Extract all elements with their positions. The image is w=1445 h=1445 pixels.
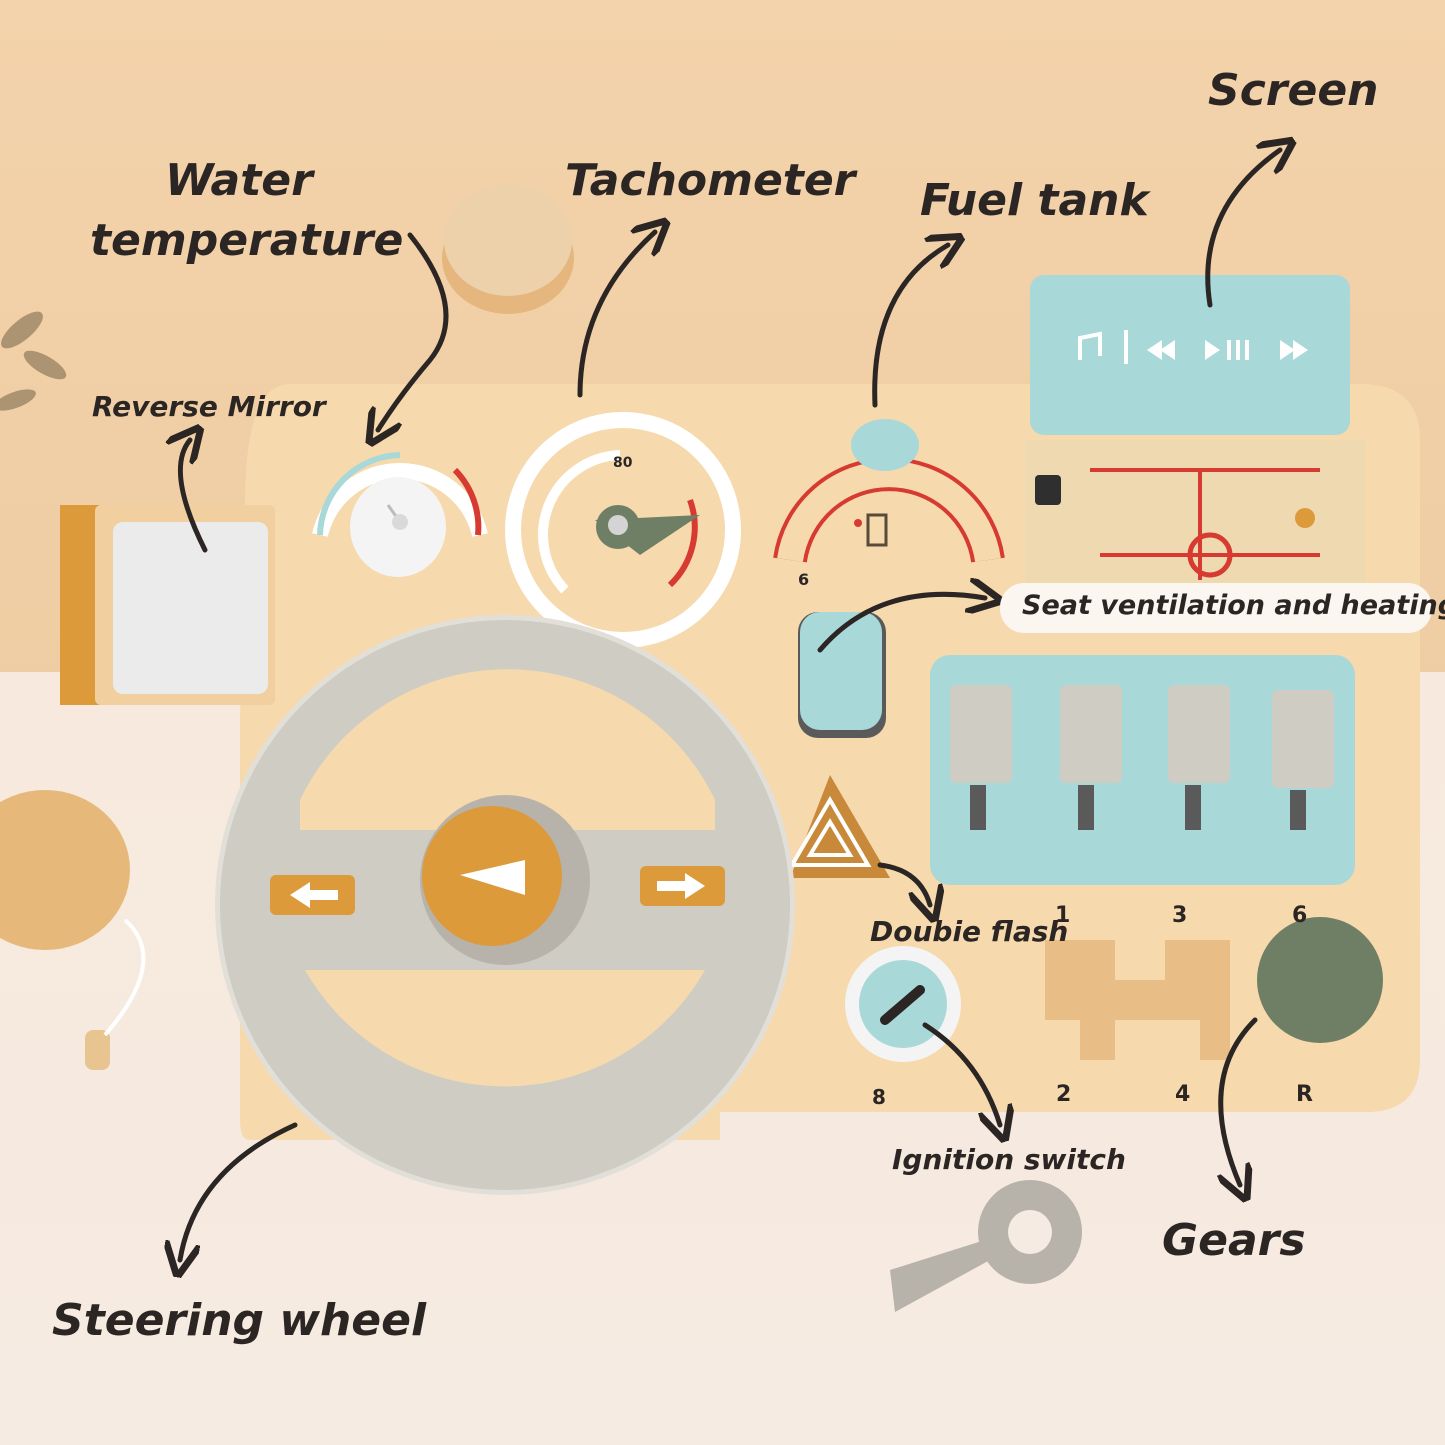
media-screen[interactable] (1025, 275, 1365, 585)
fuel-tank-gauge[interactable] (773, 419, 1005, 563)
seat-heating-toggle[interactable] (798, 612, 886, 738)
seat-label-pill (1000, 583, 1432, 633)
water-temperature-gauge[interactable] (312, 452, 488, 577)
label-water-temperature-line1: Water (165, 155, 313, 206)
label-steering-wheel: Steering wheel (52, 1295, 427, 1346)
gear-letter-r: R (1296, 1082, 1313, 1107)
fuel-marker: 6 (798, 570, 810, 589)
gear-number-4: 4 (1175, 1082, 1191, 1107)
gear-number-6: 6 (1292, 903, 1308, 928)
tachometer-gauge[interactable] (505, 412, 741, 648)
gear-number-1: 1 (1055, 903, 1071, 928)
media-control-icons (1078, 330, 1308, 364)
label-reverse-mirror: Reverse Mirror (92, 390, 326, 423)
tassel-decoration (0, 790, 146, 1070)
ignition-key[interactable] (890, 1180, 1082, 1312)
label-fuel-tank: Fuel tank (920, 175, 1149, 226)
ignition-lock[interactable] (845, 946, 961, 1062)
label-water-temperature-line2: temperature (90, 215, 404, 266)
reverse-mirror[interactable] (60, 505, 275, 705)
leaf-decoration (0, 311, 67, 411)
label-gears: Gears (1162, 1215, 1306, 1266)
label-ignition-switch: Ignition switch (892, 1143, 1126, 1176)
label-double-flash: Doubie flash (870, 915, 1069, 948)
gear-shifter[interactable] (1045, 917, 1383, 1060)
label-screen: Screen (1208, 65, 1379, 116)
label-seat-ventilation: Seat ventilation and heating (1022, 590, 1445, 621)
annotation-arrows (180, 150, 1280, 1260)
gear-number-2: 2 (1056, 1082, 1072, 1107)
steering-wheel[interactable] (215, 615, 795, 1195)
gear-number-3: 3 (1172, 903, 1188, 928)
hazard-double-flash-button[interactable] (788, 775, 890, 878)
tachometer-mark: 80 (613, 455, 633, 471)
label-tachometer: Tachometer (565, 155, 856, 206)
light-slider-panel[interactable] (930, 655, 1355, 885)
wooden-round-block (442, 184, 574, 314)
ignition-number: 8 (872, 1085, 886, 1109)
